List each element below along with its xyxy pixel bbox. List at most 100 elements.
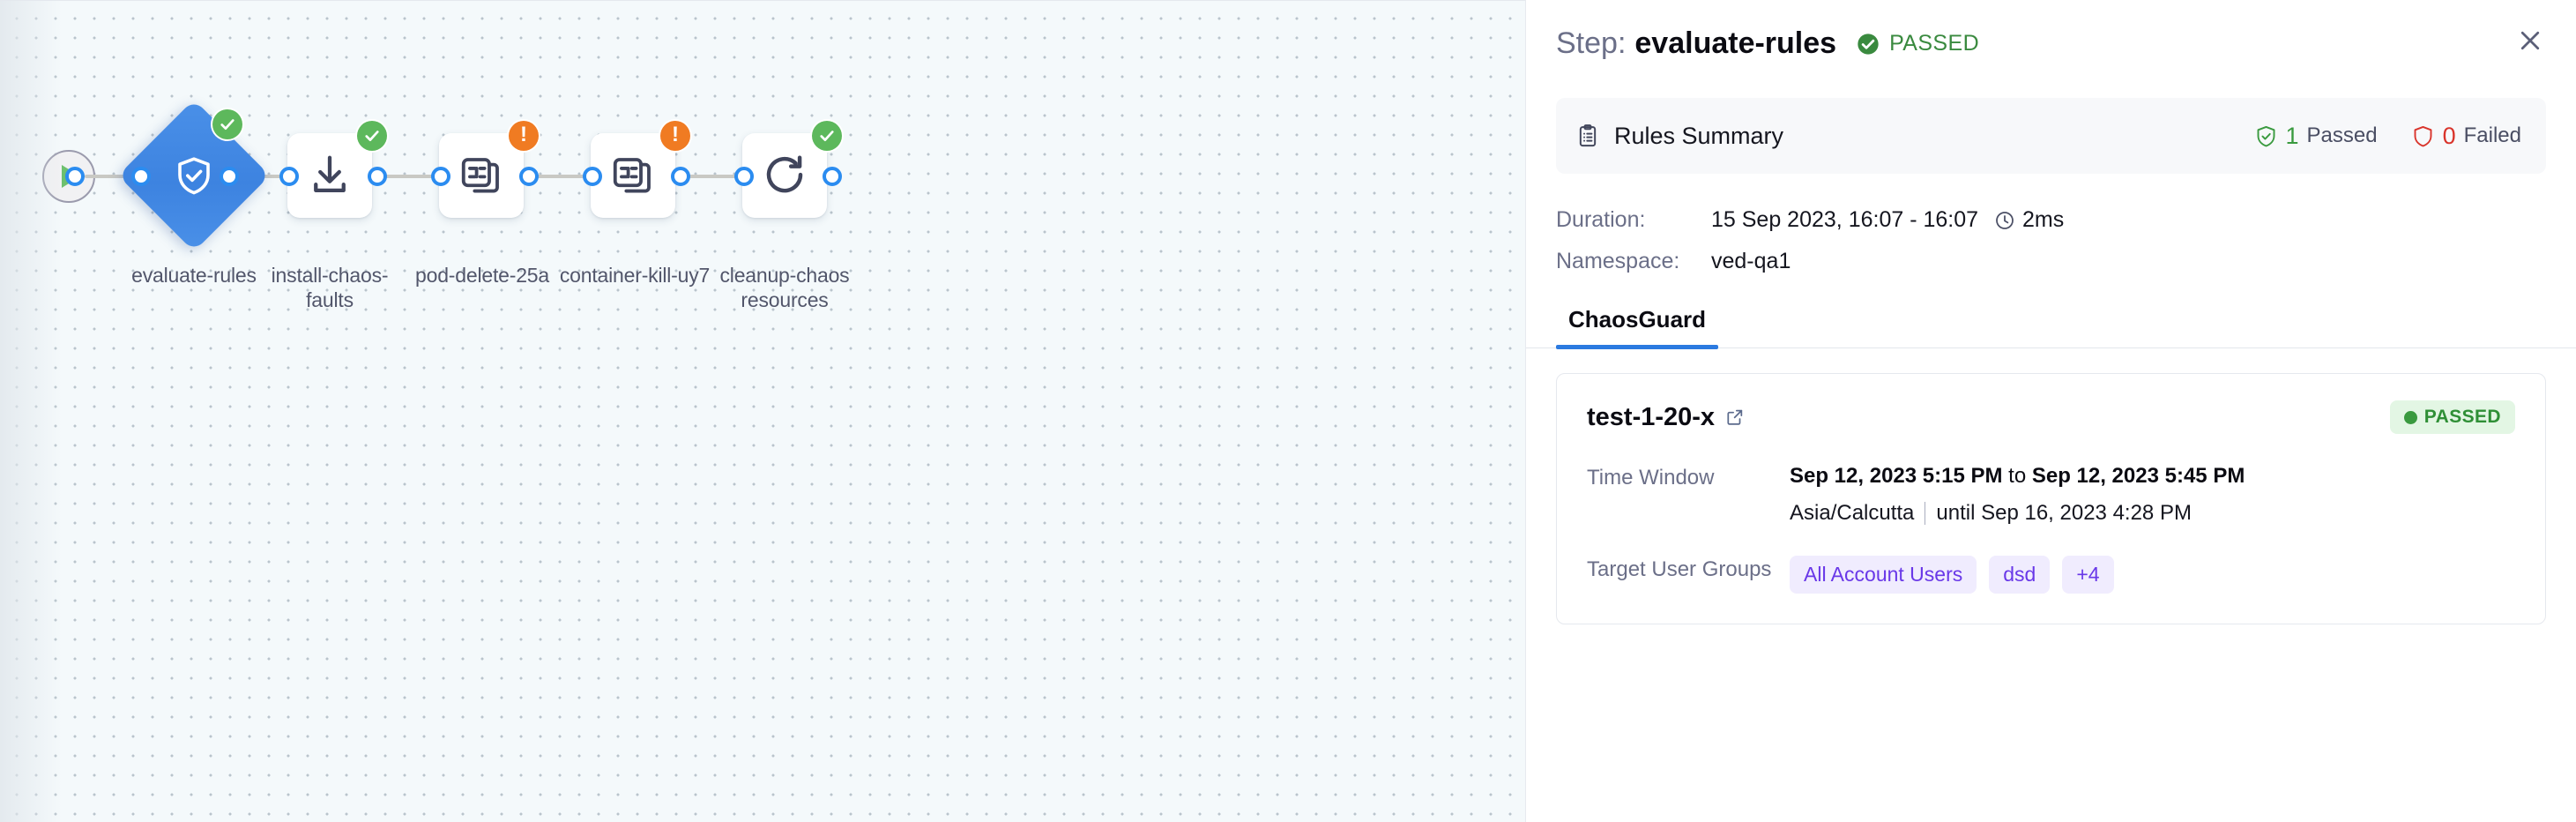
port-cleanup-chaos-resources-in[interactable]: [734, 167, 754, 186]
rule-status-label: PASSED: [2423, 407, 2501, 427]
node-label-evaluate-rules: evaluate-rules: [131, 264, 257, 287]
port-evaluate-rules-out[interactable]: [220, 167, 239, 186]
rules-failed-count: 0: [2442, 122, 2456, 149]
rules-passed-count: 1: [2285, 122, 2299, 149]
meta-row-duration: Duration: 15 Sep 2023, 16:07 - 16:07 2ms: [1556, 207, 2546, 233]
rules-summary-stats: 1 Passed 0 Failed: [2254, 123, 2521, 150]
node-card: [591, 133, 675, 218]
shield-icon: [2414, 125, 2432, 146]
port-start-out[interactable]: [65, 167, 85, 186]
node-cleanup-chaos-resources[interactable]: [742, 121, 842, 218]
rule-name: test-1-20-x: [1587, 402, 1716, 431]
duration-range: 15 Sep 2023, 16:07 - 16:07: [1711, 207, 1979, 232]
node-card: [287, 133, 372, 218]
rule-status-pill: PASSED: [2389, 400, 2515, 434]
port-container-kill-uy7-out[interactable]: [671, 167, 690, 186]
clipboard-icon: [1579, 124, 1597, 147]
refresh-icon: [766, 155, 803, 193]
clock-icon: [1996, 211, 2014, 229]
target-user-group-chips: All Account Users dsd +4: [1790, 556, 2114, 594]
time-window-start: Sep 12, 2023 5:15 PM: [1790, 464, 2003, 488]
rules-passed-label: Passed: [2306, 123, 2378, 147]
node-label-pod-delete-25a: pod-delete-25a: [415, 264, 549, 287]
connector-rail: [85, 175, 159, 178]
meta-label-duration: Duration:: [1556, 207, 1646, 232]
time-window-until: until Sep 16, 2023 4:28 PM: [1936, 501, 2192, 525]
status-dot-icon: [2403, 410, 2417, 424]
external-link-icon[interactable]: [1725, 407, 1745, 427]
node-status-success-icon: [212, 109, 242, 139]
node-label-cleanup-chaos-resources: cleanup-chaos resources: [719, 264, 850, 311]
port-install-chaos-faults-out[interactable]: [368, 167, 387, 186]
meta-row-namespace: Namespace: ved-qa1: [1556, 249, 2546, 274]
port-install-chaos-faults-in[interactable]: [279, 167, 299, 186]
node-status-warning-icon: !: [509, 121, 539, 151]
status-badge-label: PASSED: [1889, 31, 1980, 56]
chip-all-account-users[interactable]: All Account Users: [1790, 556, 1977, 594]
panel-tabs: ChaosGuard: [1526, 306, 2576, 349]
pipeline-canvas[interactable]: evaluate-rules install-chaos- faults: [0, 0, 1525, 822]
port-container-kill-uy7-in[interactable]: [583, 167, 602, 186]
close-button[interactable]: [2507, 18, 2553, 64]
port-pod-delete-25a-out[interactable]: [519, 167, 539, 186]
node-label-install-chaos-faults: install-chaos- faults: [271, 264, 389, 311]
status-badge: PASSED: [1856, 31, 1979, 56]
rules-summary-title: Rules Summary: [1614, 122, 1784, 149]
tab-chaosguard[interactable]: ChaosGuard: [1556, 306, 1719, 349]
rule-row-target-user-groups: Target User Groups All Account Users dsd…: [1587, 556, 2515, 594]
meta-value-namespace: ved-qa1: [1711, 249, 1791, 273]
time-window-joiner: to: [2002, 464, 2032, 488]
connector-rail: [525, 175, 614, 178]
chaos-experiment-icon: [613, 158, 651, 193]
page-title: evaluate-rules: [1634, 26, 1837, 60]
node-container-kill-uy7[interactable]: !: [591, 121, 690, 218]
node-evaluate-rules[interactable]: [117, 99, 271, 252]
node-pod-delete-25a[interactable]: !: [439, 121, 539, 218]
rule-card-header: test-1-20-x PASSED: [1587, 400, 2515, 434]
chaos-experiment-icon: [461, 158, 499, 193]
download-icon: [314, 155, 346, 193]
chip-dsd[interactable]: dsd: [1989, 556, 2051, 594]
node-status-warning-icon: !: [660, 121, 690, 151]
rule-key-time-window: Time Window: [1587, 466, 1715, 489]
close-icon: [2520, 31, 2540, 50]
step-detail-panel: Step: evaluate-rules PASSED: [1525, 0, 2576, 822]
node-status-success-icon: [812, 121, 842, 151]
rules-summary-card: Rules Summary 1 Passed 0 Failed: [1556, 98, 2546, 174]
connector-rail: [226, 175, 318, 178]
meta-label-namespace: Namespace:: [1556, 249, 1680, 273]
connector-rail: [375, 175, 463, 178]
exclamation-glyph: !: [672, 123, 679, 146]
shield-check-icon: [2257, 125, 2274, 146]
chip-overflow-count[interactable]: +4: [2062, 556, 2114, 594]
time-window-range: Sep 12, 2023 5:15 PM to Sep 12, 2023 5:4…: [1790, 464, 2245, 489]
rule-row-time-window: Time Window Sep 12, 2023 5:15 PM to Sep …: [1587, 464, 2515, 526]
node-label-container-kill-uy7: container-kill-uy7: [559, 264, 711, 287]
panel-header: Step: evaluate-rules PASSED: [1526, 0, 2576, 61]
rules-failed-stat: 0 Failed: [2411, 123, 2521, 150]
rule-value-time-window: Sep 12, 2023 5:15 PM to Sep 12, 2023 5:4…: [1790, 464, 2245, 526]
meta-value-duration: 15 Sep 2023, 16:07 - 16:07 2ms: [1711, 207, 2064, 233]
rules-summary-left: Rules Summary: [1575, 123, 1783, 150]
time-window-timezone: Asia/Calcutta: [1790, 501, 1915, 525]
port-cleanup-chaos-resources-out[interactable]: [823, 167, 842, 186]
rules-failed-label: Failed: [2463, 123, 2521, 147]
duration-elapsed: 2ms: [2022, 207, 2065, 232]
port-pod-delete-25a-in[interactable]: [431, 167, 450, 186]
circle-check-icon: [1858, 33, 1879, 55]
node-card: [742, 133, 827, 218]
node-status-success-icon: [357, 121, 387, 151]
port-evaluate-rules-in[interactable]: [131, 167, 151, 186]
exclamation-glyph: !: [520, 123, 527, 146]
node-card: [439, 133, 524, 218]
chaosguard-rule-card: test-1-20-x PASSED Time Window Sep 12, 2…: [1556, 373, 2546, 624]
step-meta: Duration: 15 Sep 2023, 16:07 - 16:07 2ms…: [1556, 207, 2546, 274]
shield-check-icon: [140, 122, 248, 229]
time-window-end: Sep 12, 2023 5:45 PM: [2031, 464, 2245, 488]
rules-passed-stat: 1 Passed: [2254, 123, 2378, 150]
panel-title-prefix: Step:: [1556, 26, 1627, 60]
connector-rail: [677, 175, 765, 178]
node-install-chaos-faults[interactable]: [287, 121, 387, 218]
time-window-sub: Asia/Calcutta until Sep 16, 2023 4:28 PM: [1790, 501, 2245, 526]
